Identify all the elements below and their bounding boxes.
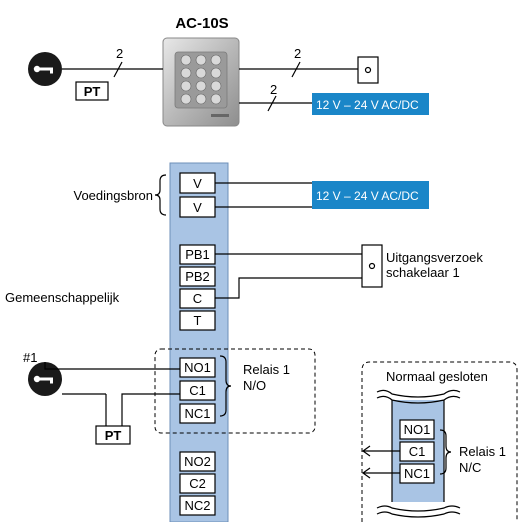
push-button-icon xyxy=(357,56,379,84)
wire-no1 xyxy=(44,362,180,370)
terminal-t-label: T xyxy=(194,313,202,328)
keypad-key xyxy=(195,67,207,79)
pt-box-top xyxy=(75,81,109,101)
break-line-top xyxy=(376,395,461,404)
pt-label-relay: PT xyxy=(105,428,122,443)
terminal-c-label: C xyxy=(193,291,202,306)
keypad-key xyxy=(180,67,192,79)
terminal-no1-label: NO1 xyxy=(184,360,211,375)
terminal-c1 xyxy=(179,380,216,401)
keypad-key xyxy=(210,80,222,92)
terminal-nc1 xyxy=(179,403,216,424)
power-supply-bar xyxy=(312,181,429,209)
inset-brace xyxy=(439,429,452,475)
terminal-t xyxy=(179,310,216,331)
terminal-nc2 xyxy=(179,495,216,516)
wire-count-left: 2 xyxy=(116,46,123,61)
wire-slash-right-bottom xyxy=(267,95,277,112)
power-brace xyxy=(154,174,167,216)
terminal-c1-label: C1 xyxy=(189,383,206,398)
arrow-icon xyxy=(361,445,400,457)
inset-terminal-no1 xyxy=(399,419,435,440)
exit-label-line1: Uitgangsverzoek xyxy=(386,250,483,265)
terminal-v1-label: V xyxy=(193,176,202,191)
device-title: AC-10S xyxy=(175,15,228,32)
power-supply-label: 12 V – 24 V AC/DC xyxy=(316,189,419,203)
inset-terminal-nc1-label: NC1 xyxy=(404,466,430,481)
exit-label-line2: schakelaar 1 xyxy=(386,265,460,280)
inset-label-line2: N/C xyxy=(459,460,481,475)
pt-label-top: PT xyxy=(84,84,101,99)
terminal-pb2-label: PB2 xyxy=(185,269,210,284)
terminal-no2-label: NO2 xyxy=(184,454,211,469)
keypad-key xyxy=(195,54,207,66)
inset-terminal-c1-label: C1 xyxy=(409,444,426,459)
break-line-bottom xyxy=(376,505,461,512)
terminal-no1 xyxy=(179,357,216,378)
keypad-key xyxy=(180,54,192,66)
terminal-v2-label: V xyxy=(193,200,202,215)
inset-frame xyxy=(361,361,518,522)
wire-c xyxy=(215,277,362,299)
terminal-nc1-label: NC1 xyxy=(184,406,210,421)
wire-count-right-top: 2 xyxy=(294,46,301,61)
terminal-pb2 xyxy=(179,266,216,287)
terminal-c2-label: C2 xyxy=(189,476,206,491)
power-source-label: Voedingsbron xyxy=(73,188,153,203)
wire-count-right-bottom: 2 xyxy=(270,82,277,97)
relay1-marker: #1 xyxy=(23,350,37,365)
inset-label-line1: Relais 1 xyxy=(459,444,506,459)
terminal-c2 xyxy=(179,473,216,494)
inset-title: Normaal gesloten xyxy=(386,369,488,384)
power-supply-bar-top xyxy=(312,93,429,115)
relay1-label-line2: N/O xyxy=(243,378,266,393)
keypad-key xyxy=(180,80,192,92)
exit-button-icon xyxy=(361,244,383,288)
power-label-top: 12 V – 24 V AC/DC xyxy=(316,98,419,112)
pt-box-relay xyxy=(95,425,131,445)
terminal-pb1-label: PB1 xyxy=(185,247,210,262)
arrow-icon xyxy=(361,467,400,479)
wire-slash-right-top xyxy=(291,61,301,78)
relay1-label-line1: Relais 1 xyxy=(243,362,290,377)
relay1-group xyxy=(154,348,316,434)
terminal-no2 xyxy=(179,451,216,472)
keypad-icon xyxy=(162,37,240,127)
terminal-nc2-label: NC2 xyxy=(184,498,210,513)
keypad-key xyxy=(210,54,222,66)
keypad-key xyxy=(195,80,207,92)
keypad-key xyxy=(210,67,222,79)
keypad-key xyxy=(195,93,207,105)
inset-terminal-no1-label: NO1 xyxy=(404,422,431,437)
keypad-key xyxy=(180,93,192,105)
common-label: Gemeenschappelijk xyxy=(5,290,120,305)
key-icon xyxy=(28,362,62,396)
keypad-key xyxy=(210,93,222,105)
wire-slash-left xyxy=(113,61,123,78)
relay1-brace xyxy=(219,355,232,417)
key-icon xyxy=(28,52,62,86)
wire-c1 xyxy=(121,393,180,426)
